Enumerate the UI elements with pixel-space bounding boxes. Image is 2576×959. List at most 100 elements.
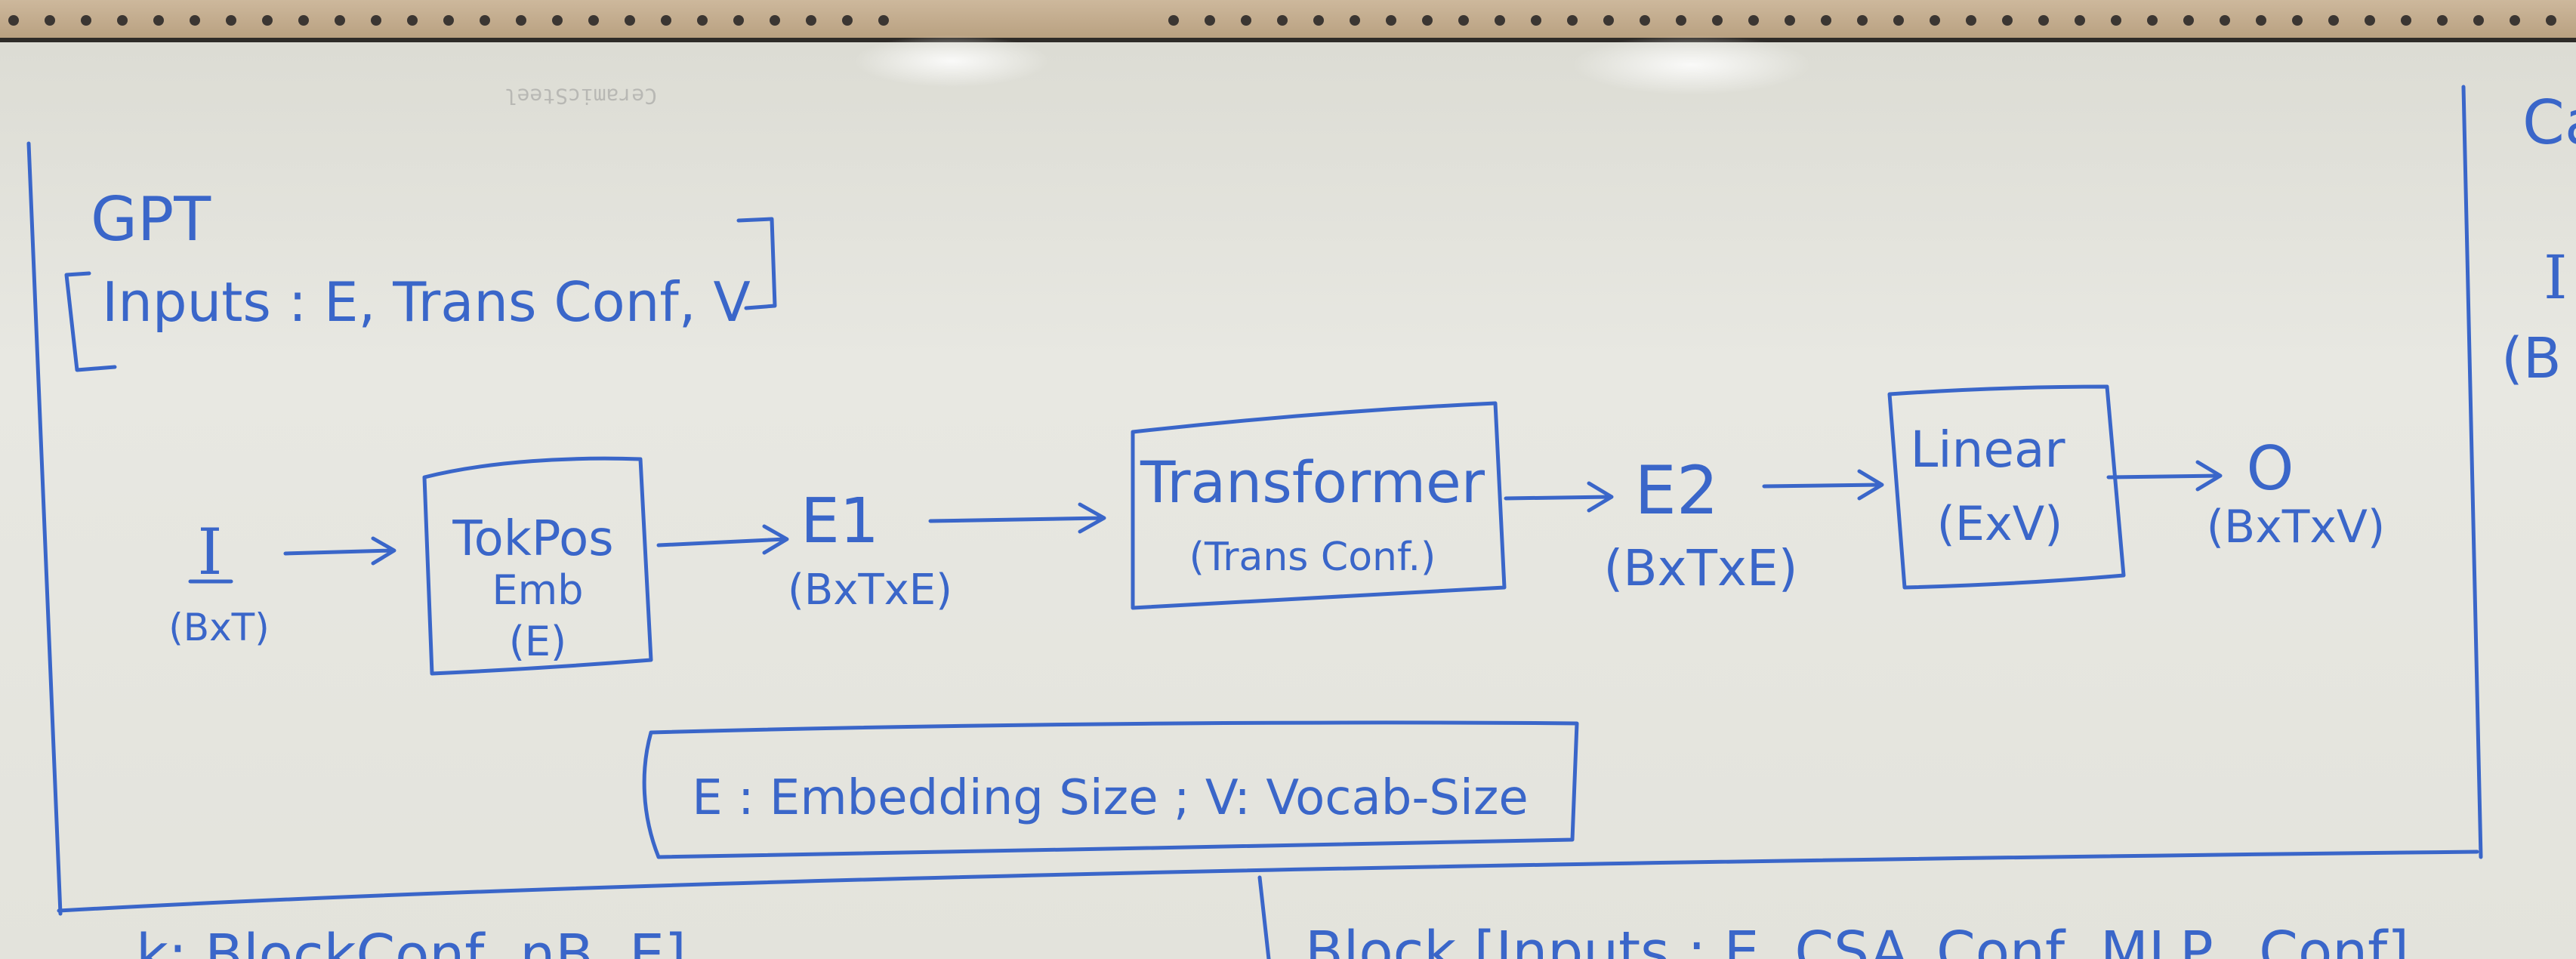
tray-rivet: [1495, 15, 1505, 26]
tray-rivet: [2546, 15, 2556, 26]
bottom-left-fragment: k; BlockConf, nB, E]: [136, 923, 686, 959]
tray-rivet: [1168, 15, 1179, 26]
tray-rivet: [552, 15, 563, 26]
linear-line1: Linear: [1910, 421, 2065, 479]
tray-rivet: [1241, 15, 1251, 26]
tray-rivet: [335, 15, 345, 26]
bottom-right-text: Block [Inputs : E, CSA_Conf, MLP_ Conf]: [1305, 920, 2409, 959]
tray-rivet: [1712, 15, 1723, 26]
tray-rivet: [371, 15, 381, 26]
e2-shape: (BxTxE): [1604, 539, 1798, 597]
tray-rivet: [625, 15, 635, 26]
tray-rivet: [2111, 15, 2121, 26]
arrow-e2-to-linear: [1762, 469, 1884, 501]
tray-rivet: [8, 15, 19, 26]
tray-rivet: [733, 15, 744, 26]
tokpos-line1: TokPos: [452, 511, 613, 567]
tray-rivet: [443, 15, 454, 26]
output-label: O: [2247, 433, 2294, 504]
tray-rivet: [2147, 15, 2158, 26]
gpt-right-border: [2461, 85, 2483, 859]
tray-rivet: [588, 15, 599, 26]
tray-rivet: [2220, 15, 2230, 26]
tray-rivet: [2292, 15, 2303, 26]
tray-rivet: [1205, 15, 1215, 26]
tray-rivet: [2473, 15, 2484, 26]
tray-rivet: [842, 15, 853, 26]
e1-label: E1: [801, 486, 879, 557]
tray-rivet: [1748, 15, 1759, 26]
tokpos-line2: Emb: [492, 566, 584, 614]
arrow-input-to-tokpos: [283, 536, 396, 566]
e2-label: E2: [1634, 452, 1719, 529]
tray-rivet: [1966, 15, 1976, 26]
tray-rivet: [2075, 15, 2085, 26]
tray-rivet: [1857, 15, 1868, 26]
tray-rivet: [2038, 15, 2049, 26]
tray-rivet: [2256, 15, 2266, 26]
gpt-inputs: Inputs : E, Trans Conf, V: [102, 270, 751, 334]
whiteboard: [0, 35, 2576, 959]
tray-rivet: [1531, 15, 1541, 26]
tray-rivet: [1676, 15, 1686, 26]
gpt-title: GPT: [91, 184, 211, 254]
legend-text: E : Embedding Size ; V: Vocab-Size: [692, 770, 1529, 826]
right-input-fragment: I: [2544, 242, 2568, 313]
tray-rivet: [1350, 15, 1360, 26]
arrow-tokpos-to-e1: [656, 524, 789, 555]
tray-rivet: [480, 15, 490, 26]
tray-rivet: [2365, 15, 2375, 26]
gpt-bottom-border: [57, 850, 2479, 913]
gpt-left-border: [26, 141, 63, 916]
tray-rivet: [1785, 15, 1795, 26]
arrow-linear-to-output: [2106, 460, 2223, 492]
arrow-e1-to-transformer: [928, 502, 1106, 534]
tray-rivet: [2437, 15, 2448, 26]
tray-rivet: [1386, 15, 1396, 26]
tray-rivet: [2510, 15, 2520, 26]
tray-rivet: [1930, 15, 1940, 26]
input-node-label: I: [197, 515, 222, 589]
right-title-fragment: Cau: [2522, 88, 2576, 158]
tray-rivet: [1567, 15, 1578, 26]
tray-rivet: [2401, 15, 2411, 26]
tray-rivet: [262, 15, 273, 26]
tray-rivet: [2328, 15, 2339, 26]
ghost-text: CeramicSteel: [504, 84, 657, 109]
tokpos-line3: (E): [509, 618, 566, 665]
tray-rivet: [2183, 15, 2194, 26]
legend-box: [642, 720, 1579, 859]
tray-rivet: [81, 15, 91, 26]
tray-rivet: [45, 15, 55, 26]
tray-rivet: [190, 15, 200, 26]
tray-rivet: [2002, 15, 2013, 26]
inputs-bracket-right: [736, 217, 777, 310]
tokpos-box: [422, 456, 653, 676]
tray-rivet: [770, 15, 780, 26]
tray-rivet: [298, 15, 309, 26]
tray-rivet: [697, 15, 708, 26]
arrow-transformer-to-e2: [1504, 481, 1614, 513]
tray-rivet: [878, 15, 889, 26]
tray-rivet: [407, 15, 418, 26]
transformer-line2: (Trans Conf.): [1189, 535, 1436, 580]
tray-rivet: [1313, 15, 1324, 26]
tray-rivet: [1603, 15, 1614, 26]
tray-rivet: [153, 15, 164, 26]
tray-rivets: [8, 15, 2556, 26]
tray-rivet: [661, 15, 671, 26]
tray-rivet: [1821, 15, 1831, 26]
tray-rivet: [1277, 15, 1288, 26]
output-shape: (BxTxV): [2207, 501, 2386, 554]
tray-rivet: [1893, 15, 1904, 26]
inputs-bracket-left: [64, 271, 117, 372]
tray-rivet: [226, 15, 236, 26]
right-shape-fragment: (B: [2501, 326, 2562, 391]
tray-rivet: [1640, 15, 1650, 26]
bottom-divider: [1257, 875, 1271, 959]
transformer-box: [1131, 401, 1507, 610]
tray-rivet: [516, 15, 526, 26]
linear-box: [1887, 384, 2126, 590]
linear-line2: (ExV): [1937, 496, 2063, 551]
